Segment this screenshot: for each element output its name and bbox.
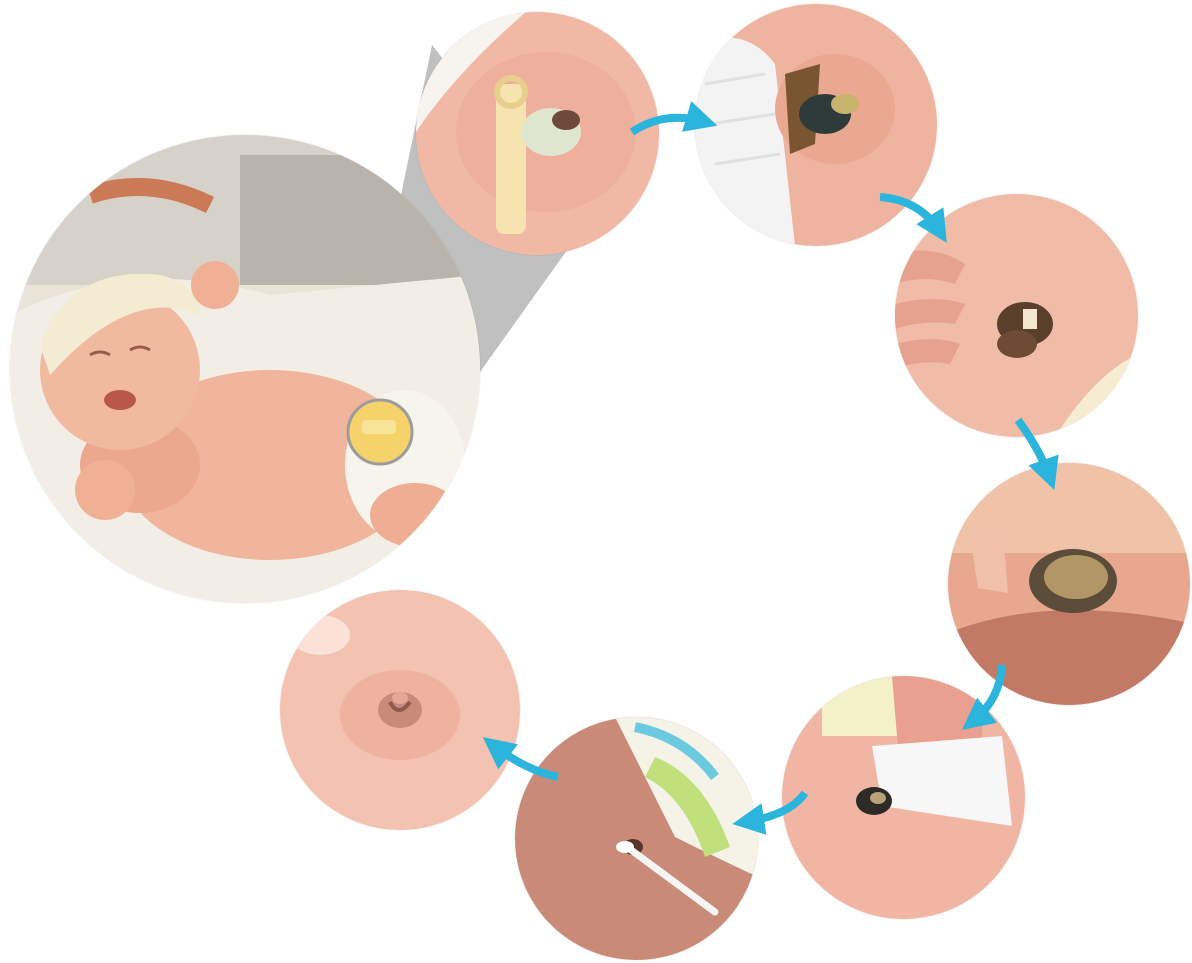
clamped-cord-photo (416, 12, 659, 255)
drying-stump-photo (695, 4, 937, 246)
shriveled-stump-photo (895, 194, 1138, 437)
newborn-photo (10, 135, 480, 603)
wiping-navel-photo (782, 676, 1025, 919)
healed-belly-button-icon (280, 590, 520, 830)
cotton-swab-photo (515, 717, 758, 960)
wipe-cloth-icon (782, 676, 1025, 919)
shriveled-stump-icon (895, 194, 1138, 437)
healed-navel-photo (280, 590, 520, 830)
cotton-swab-icon (515, 717, 758, 960)
detaching-stump-photo (948, 463, 1190, 705)
cord-clamp-icon (416, 12, 659, 255)
dried-stump-icon (695, 4, 937, 246)
newborn-photo-icon (10, 135, 480, 603)
detaching-stump-icon (948, 463, 1190, 705)
